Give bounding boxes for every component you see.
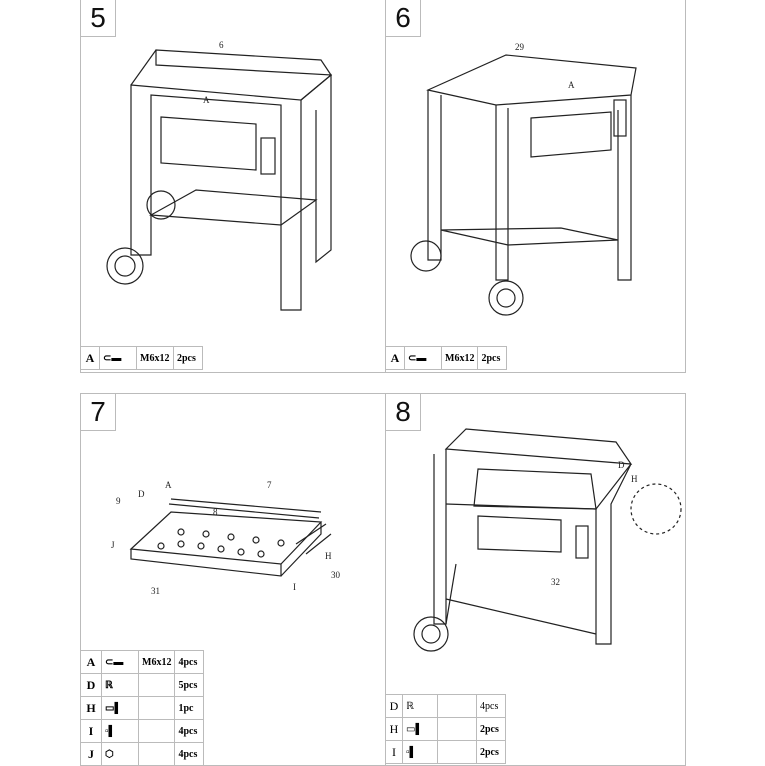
step-number: 5 [81,0,116,37]
part-qty: 2pcs [476,717,506,741]
part-qty: 4pcs [476,694,506,718]
part-letter: I [385,740,403,764]
callout-D: D [618,460,625,470]
table-row: J⬡ 4pcs [80,742,205,766]
bolt-icon: ⊂▬ [404,346,442,370]
step-5-cart-illustration [106,49,333,311]
part-qty: 5pcs [174,673,205,697]
washer-pin-icon: ▫▌ [101,719,139,743]
part-qty: 2pcs [173,346,203,370]
callout-6: 6 [219,40,224,50]
table-row: H▭▌ 1pc [80,696,205,720]
part-qty: 4pcs [174,650,205,674]
step-8-cart-illustration [413,428,682,652]
part-size: M6x12 [137,650,176,674]
part-letter: A [80,650,102,674]
part-letter: A [385,346,405,370]
part-letter: A [80,346,100,370]
callout-D: D [138,489,145,499]
callout-29: 29 [515,42,524,52]
part-size: M6x12 [440,346,479,370]
part-letter: I [80,719,102,743]
part-size [137,673,176,697]
part-size [137,719,176,743]
part-letter: H [80,696,102,720]
step-7-shelf-illustration [129,498,332,577]
part-letter: D [80,673,102,697]
part-qty: 2pcs [477,346,508,370]
table-row: I▫▌ 2pcs [385,740,506,764]
nut-icon: ⬡ [101,742,139,766]
table-row: H▭▌ 2pcs [385,717,506,741]
part-qty: 4pcs [174,742,205,766]
table-row: A ⊂▬ M6x12 2pcs [385,346,508,370]
callout-H: H [631,474,638,484]
bolt-icon: ⊂▬ [99,346,137,370]
pin-icon: ▭▌ [101,696,139,720]
step-6-panel: 6 29 A [385,0,686,373]
part-size: M6x12 [136,346,174,370]
step-6-parts-table: A ⊂▬ M6x12 2pcs [385,346,508,370]
step-number: 7 [81,394,116,431]
callout-7: 7 [267,480,272,490]
part-size [437,740,477,764]
callout-A: A [568,80,575,90]
table-row: A ⊂▬ M6x12 2pcs [80,346,203,370]
part-qty: 1pc [174,696,205,720]
part-size [437,694,477,718]
callout-A: A [203,95,210,105]
part-qty: 2pcs [476,740,506,764]
part-size [137,742,176,766]
callout-H: H [325,551,332,561]
r-pin-icon: ℝ [402,694,438,718]
callout-32: 32 [551,577,560,587]
part-letter: D [385,694,403,718]
part-letter: H [385,717,403,741]
callout-31: 31 [151,586,160,596]
callout-8: 8 [213,507,218,517]
pin-icon: ▭▌ [402,717,438,741]
callout-9: 9 [116,496,121,506]
callout-A: A [165,480,172,490]
part-size [437,717,477,741]
part-letter: J [80,742,102,766]
callout-J: J [111,540,115,550]
part-size [137,696,176,720]
part-qty: 4pcs [174,719,205,743]
step-number: 8 [386,394,421,431]
callout-I: I [293,582,296,592]
step-5-parts-table: A ⊂▬ M6x12 2pcs [80,346,203,370]
bolt-icon: ⊂▬ [101,650,139,674]
step-8-panel: 8 D H 32 [385,393,686,766]
r-pin-icon: ℝ [101,673,139,697]
step-number: 6 [386,0,421,37]
step-5-panel: 5 6 A [80,0,386,373]
table-row: I▫▌ 4pcs [80,719,205,743]
step-6-cart-illustration [410,54,637,316]
callout-30: 30 [331,570,340,580]
washer-pin-icon: ▫▌ [402,740,438,764]
